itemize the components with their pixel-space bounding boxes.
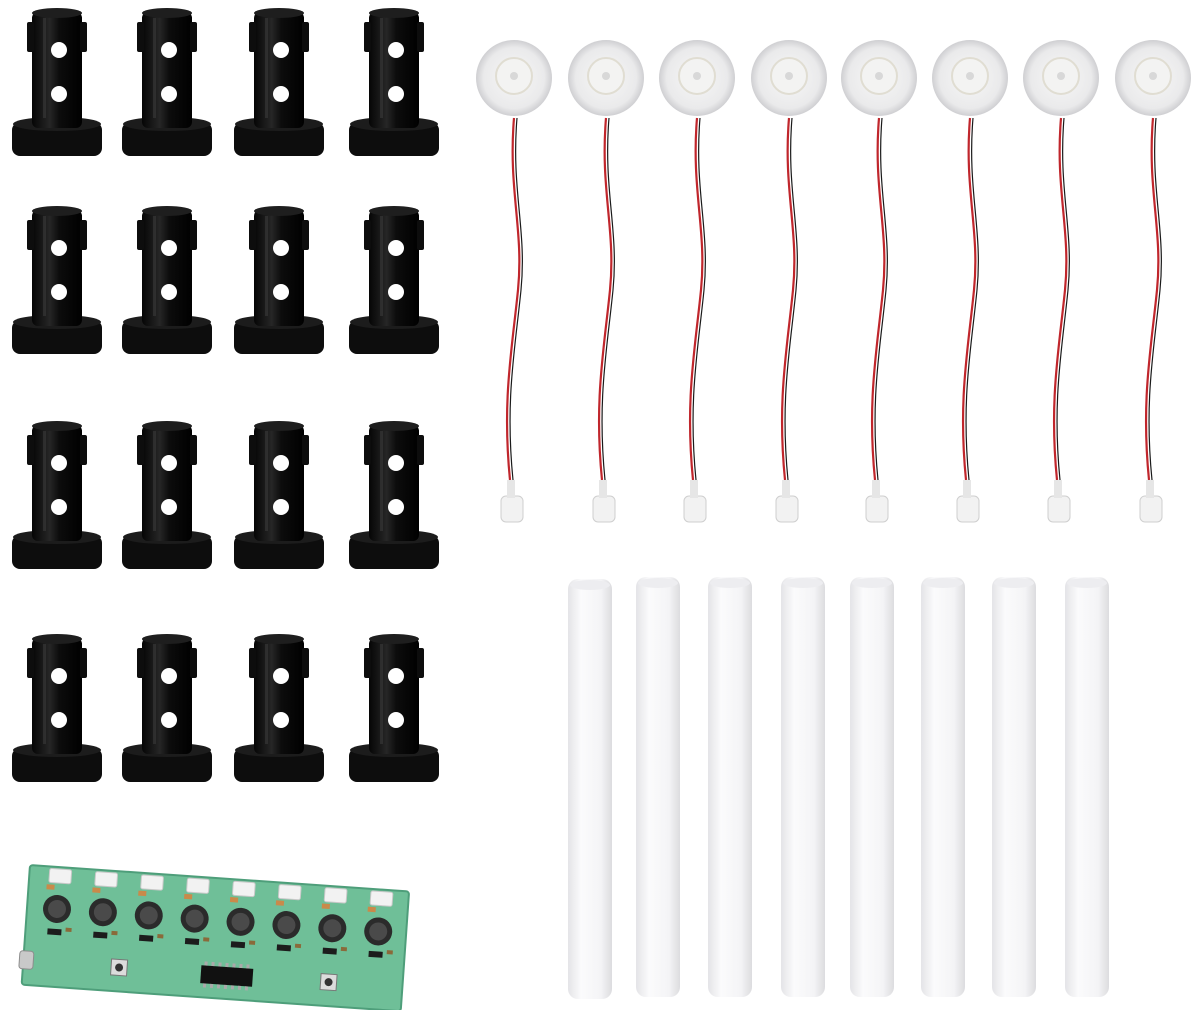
wick-7 [992, 577, 1036, 997]
wick-8 [1065, 577, 1109, 997]
holder-8 [349, 206, 439, 354]
wick-4 [781, 577, 825, 997]
driver-board [18, 864, 410, 1010]
wick-6 [921, 577, 965, 997]
wick-1 [568, 579, 612, 999]
wick-3 [708, 577, 752, 997]
transducer-2 [568, 40, 644, 523]
holder-16 [349, 634, 439, 782]
holder-5 [12, 206, 102, 354]
pcb-channel-7 [318, 887, 348, 955]
transducer-7 [1023, 40, 1099, 523]
pcb-channel-4 [180, 877, 210, 945]
holder-grid [12, 8, 439, 782]
holder-10 [122, 421, 212, 569]
pcb-channel-8 [364, 890, 394, 958]
pcb-ic-chip [200, 961, 254, 991]
transducer-4 [751, 40, 827, 523]
pcb-board [18, 864, 410, 1010]
usb-c-port [18, 950, 35, 970]
transducer-5 [841, 40, 917, 523]
holder-13 [12, 634, 102, 782]
holder-9 [12, 421, 102, 569]
transducer-6 [932, 40, 1008, 523]
holder-7 [234, 206, 324, 354]
holder-1 [12, 8, 102, 156]
holder-2 [122, 8, 212, 156]
holder-12 [349, 421, 439, 569]
pcb-channel-3 [134, 874, 164, 942]
holder-3 [234, 8, 324, 156]
pcb-channel-6 [272, 884, 302, 952]
transducer-1 [476, 40, 552, 523]
holder-6 [122, 206, 212, 354]
holder-4 [349, 8, 439, 156]
wick-row [568, 577, 1109, 999]
pcb-channel-2 [88, 871, 119, 939]
transducer-8 [1115, 40, 1191, 523]
pcb-channel-1 [42, 868, 73, 936]
transducer-3 [659, 40, 735, 523]
wick-5 [850, 577, 894, 997]
holder-14 [122, 634, 212, 782]
pcb-channel-5 [226, 880, 256, 949]
wick-2 [636, 577, 680, 997]
holder-15 [234, 634, 324, 782]
transducer-row [476, 40, 1191, 523]
holder-11 [234, 421, 324, 569]
